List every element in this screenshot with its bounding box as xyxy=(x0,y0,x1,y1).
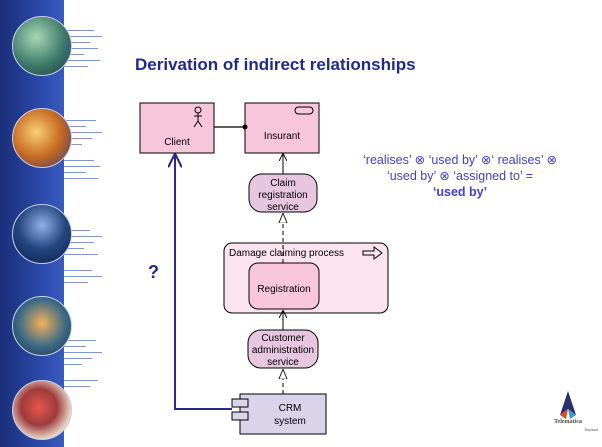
insurant-role: Insurant xyxy=(244,102,320,154)
slide-title: Derivation of indirect relationships xyxy=(135,55,416,74)
photo-globe xyxy=(12,108,72,168)
photo-satellite-dish xyxy=(12,204,72,264)
sidebar-decoration xyxy=(0,0,112,447)
actor-icon xyxy=(193,106,203,128)
claim-label-2: registration xyxy=(258,190,307,201)
photo-worker xyxy=(12,296,72,356)
client-role: Client xyxy=(139,102,215,154)
process-label: Damage claiming process xyxy=(229,248,344,259)
customer-label-2: administration xyxy=(252,345,314,356)
claim-registration-service: Claim registration service xyxy=(248,173,318,213)
claim-label-1: Claim xyxy=(270,178,296,189)
process-arrow-icon xyxy=(362,246,383,260)
customer-label-3: service xyxy=(267,357,299,368)
telematica-logo-icon xyxy=(560,391,576,419)
crm-label-1: CRM xyxy=(279,403,302,414)
logo-subtitle: Instituut xyxy=(584,427,598,432)
registration-label: Registration xyxy=(257,284,310,295)
registration-function: Registration xyxy=(248,262,320,310)
insurant-label: Insurant xyxy=(264,131,300,142)
derived-relationship-arrow xyxy=(175,155,232,410)
customer-label-1: Customer xyxy=(261,333,305,344)
question-mark: ? xyxy=(148,262,159,282)
crm-system-component: CRM system xyxy=(231,393,327,435)
customer-administration-service: Customer administration service xyxy=(247,329,319,369)
architecture-diagram: Client Insurant Claim registration servi… xyxy=(139,102,389,435)
assignment-dot xyxy=(242,124,248,130)
formula-result: ‘used by’ xyxy=(432,185,488,199)
role-icon xyxy=(294,106,314,115)
client-label: Client xyxy=(164,137,190,148)
derivation-formula: ‘realises’ ⊗ ‘used by’ ⊗‘ realises’ ⊗ ‘u… xyxy=(330,152,590,200)
claim-label-3: service xyxy=(267,202,299,213)
crm-label-2: system xyxy=(274,416,306,427)
formula-line-2: ‘used by’ ⊗ ‘assigned to’ = xyxy=(386,169,534,183)
component-tab-bottom xyxy=(231,411,249,421)
logo-name: Telematica xyxy=(554,419,582,425)
formula-line-1: ‘realises’ ⊗ ‘used by’ ⊗‘ realises’ ⊗ xyxy=(363,153,557,167)
component-tab-top xyxy=(231,398,249,408)
photo-person xyxy=(12,380,72,440)
sidebar-lines xyxy=(64,0,112,447)
photo-cables xyxy=(12,16,72,76)
